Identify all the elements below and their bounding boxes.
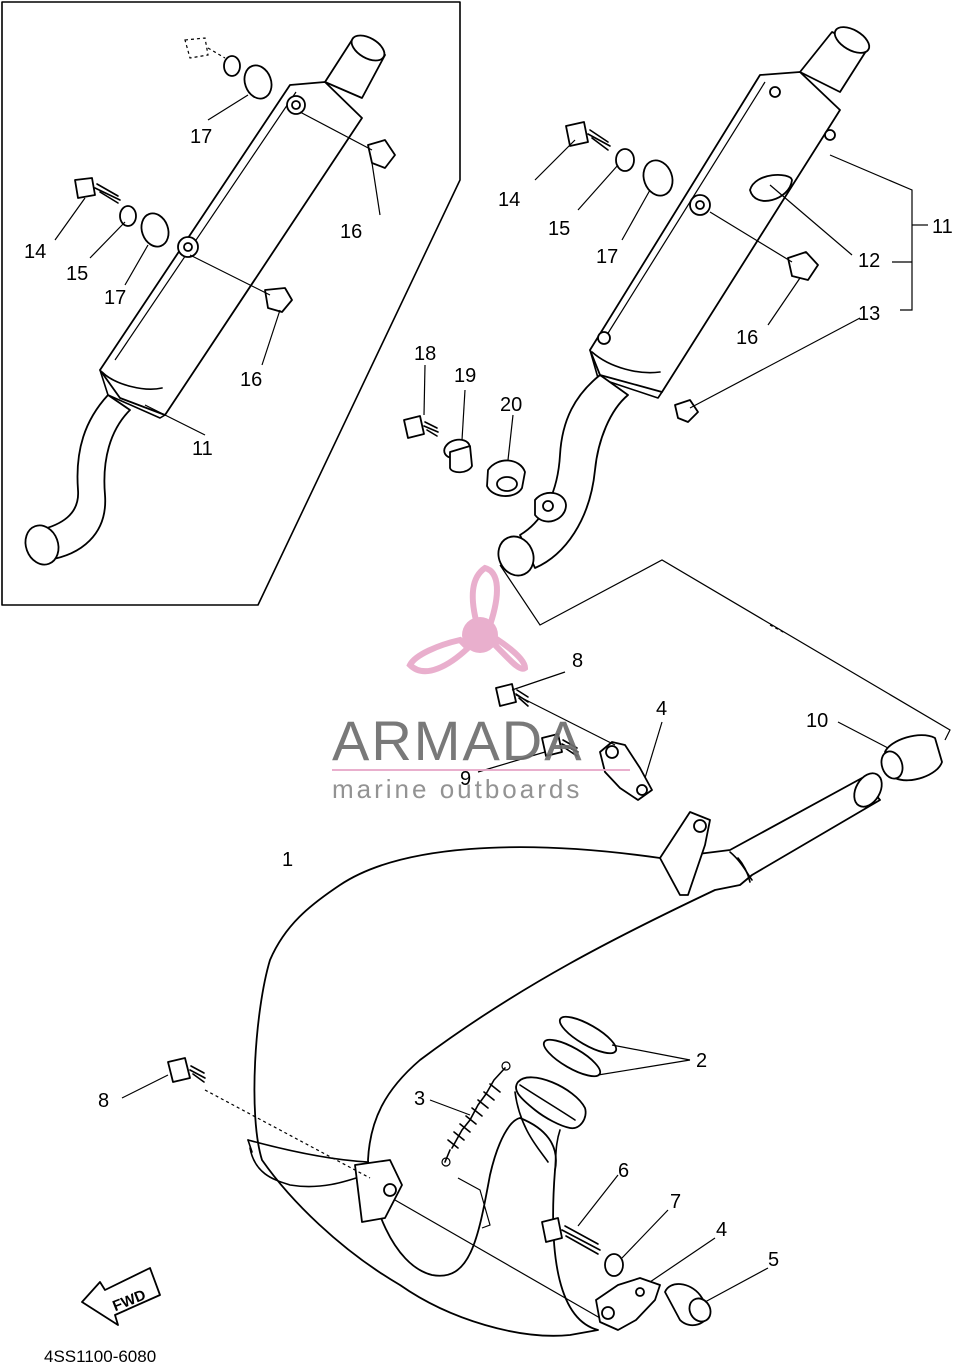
- callout-11-inset: 11: [192, 438, 213, 460]
- inset-muffler: [24, 34, 396, 566]
- joint-guide-lines: [499, 559, 951, 741]
- callout-13: 13: [858, 303, 880, 325]
- main-muffler: [497, 26, 928, 577]
- callout-20: 20: [500, 394, 522, 416]
- callout-11: 11: [932, 216, 953, 238]
- callout-17-inset-top: 17: [190, 126, 212, 148]
- callout-labels: 17 16 14 15 17 16 11 14 15 17 11 12 13 1…: [24, 126, 953, 1271]
- callout-16-inset-top: 16: [340, 221, 362, 243]
- callout-1: 1: [282, 849, 293, 871]
- fwd-arrow: FWD: [81, 1267, 161, 1326]
- callout-17-inset-mid: 17: [104, 287, 126, 309]
- callout-14-inset: 14: [24, 241, 46, 263]
- diagram-code: 4SS1100-6080: [44, 1347, 156, 1365]
- expansion-chamber: [204, 772, 883, 1337]
- callout-8-left: 8: [98, 1090, 109, 1112]
- damper-10: [837, 721, 943, 782]
- watermark-title: ARMADA: [332, 709, 584, 772]
- callout-4-bottom: 4: [716, 1219, 727, 1241]
- bolt-8-left: [121, 1057, 206, 1099]
- inset-box: [1, 1, 461, 606]
- o-rings: [542, 1015, 691, 1078]
- callout-14: 14: [498, 189, 520, 211]
- callout-18: 18: [414, 343, 436, 365]
- callout-7: 7: [670, 1191, 681, 1213]
- callout-16-inset-bottom: 16: [240, 369, 262, 391]
- callout-2: 2: [696, 1050, 707, 1072]
- callout-19: 19: [454, 365, 476, 387]
- lower-bracket-hardware: [541, 1174, 769, 1331]
- callout-17: 17: [596, 246, 618, 268]
- callout-5: 5: [768, 1249, 779, 1271]
- callout-3: 3: [414, 1088, 425, 1110]
- callout-10: 10: [806, 710, 828, 732]
- propeller-hub: [462, 617, 498, 653]
- watermark-subtitle: marine outboards: [332, 774, 582, 804]
- callout-6: 6: [618, 1160, 629, 1182]
- callout-12: 12: [858, 250, 880, 272]
- callout-9: 9: [460, 768, 471, 790]
- callout-15-inset: 15: [66, 263, 88, 285]
- watermark: ARMADA marine outboards: [332, 564, 630, 804]
- callout-15: 15: [548, 218, 570, 240]
- propeller-logo: [406, 564, 529, 675]
- spring: [429, 1061, 511, 1167]
- callout-8-top: 8: [572, 650, 583, 672]
- mount-hardware-18-20: [403, 364, 526, 497]
- callout-16: 16: [736, 327, 758, 349]
- callout-4-top: 4: [656, 698, 667, 720]
